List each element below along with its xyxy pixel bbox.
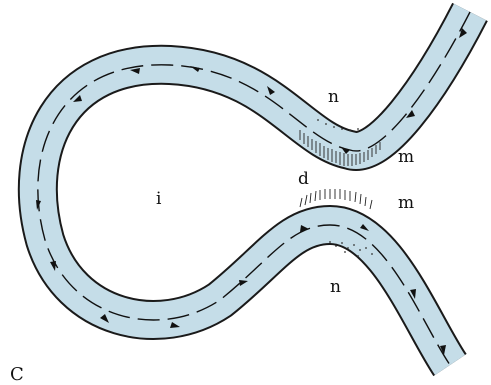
flow-arrow [170,322,180,328]
flow-arrow [239,280,248,286]
flow-arrow [73,95,82,102]
flow-arrow [459,28,467,38]
river-channel-water [19,3,487,375]
label-i: i [156,189,162,209]
label-m-bottom: m [398,193,414,213]
label-d: d [298,169,309,189]
flow-arrow [100,314,109,323]
flow-arrow [410,289,416,299]
flow-arrows [36,28,467,355]
label-n-bottom: n [330,277,341,297]
erosion-hatching-top [299,130,381,166]
flow-arrow [440,345,446,355]
flow-arrow [360,224,369,231]
flow-arrow [190,66,200,72]
flow-arrow [300,225,309,232]
label-n-top: n [328,87,339,107]
flow-arrow [50,261,56,271]
label-m-top: m [398,147,414,167]
panel-label: C [10,364,24,385]
erosion-hatching-bottom [299,189,373,210]
flow-arrow [341,147,350,154]
deposition-stipple [317,119,373,257]
flow-arrow [406,110,415,118]
flow-arrow [267,86,275,95]
flow-arrow [36,200,41,210]
flow-arrow [130,68,140,74]
